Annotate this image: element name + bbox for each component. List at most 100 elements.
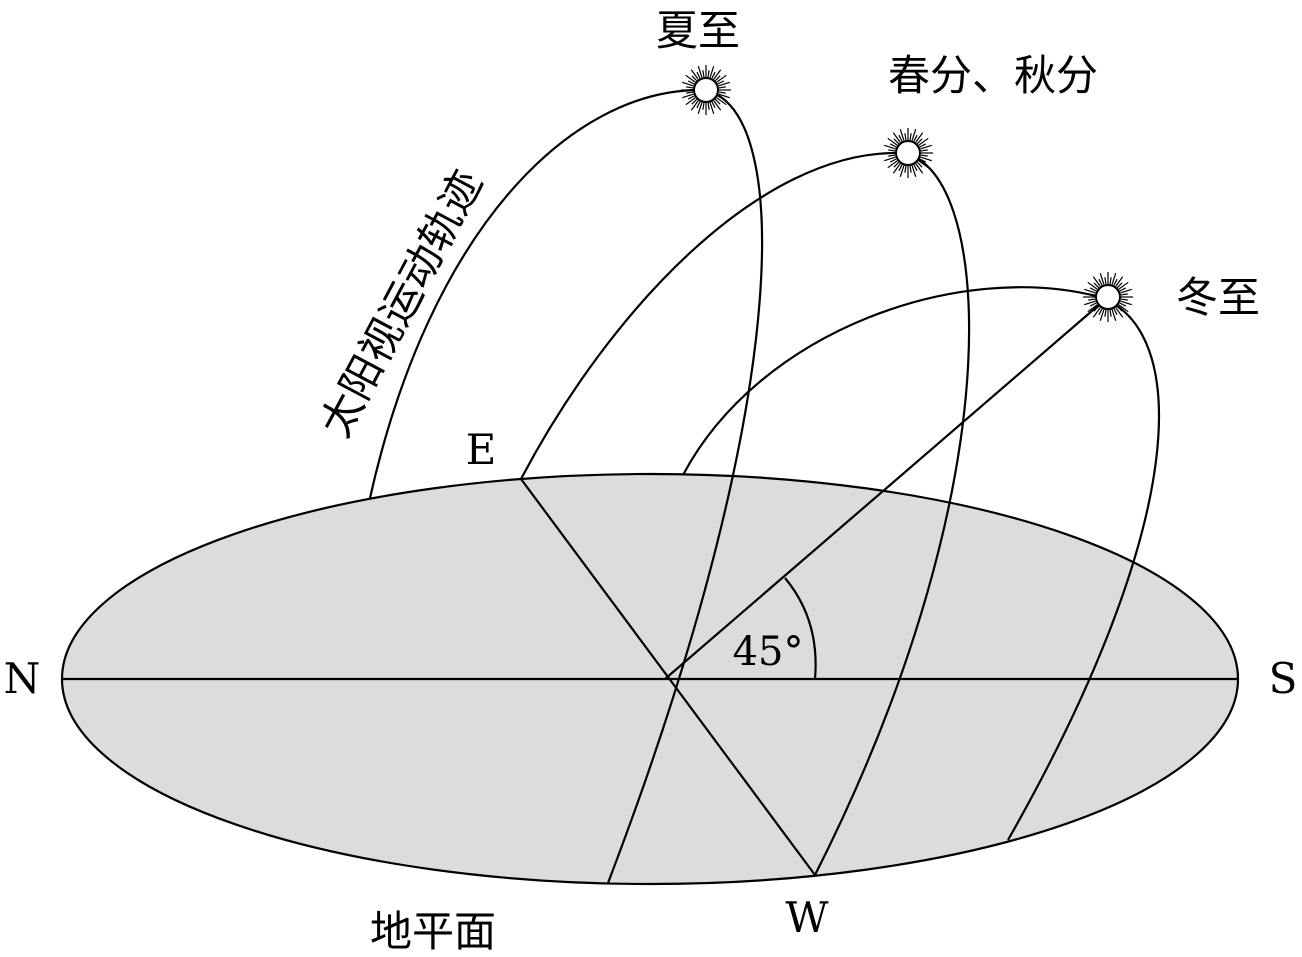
sun-ray [1093,282,1100,289]
sun-ray [1116,282,1123,289]
sun-ray [1120,298,1128,301]
sun-ray [913,164,918,172]
label-sun-path: 太阳视运动轨迹 [311,162,492,445]
sun-ray [709,102,715,114]
sun-ray [1115,276,1124,287]
sun-ray [707,102,710,110]
sun-ray [713,100,722,111]
sun-ray [690,69,699,80]
sun-ray [892,163,901,174]
sun-ray [915,132,924,143]
sun-ray [899,129,905,141]
sun-ray [918,137,929,146]
sun-ray [916,138,923,145]
sun-ray [920,156,932,162]
label-north: N [4,654,41,703]
sun-ray [918,160,929,169]
sun-ray [919,158,927,163]
sun-ray [1084,288,1096,294]
sun-icon-summer [681,65,731,115]
sun-disc [693,77,719,103]
sun-ray [687,80,695,85]
sun-ray [888,149,896,152]
sun-ray [718,91,726,94]
sun-ray [1119,287,1127,292]
sun-ray [920,149,928,152]
sun-ray [1113,308,1118,316]
sun-ray [889,158,897,163]
label-summer-solstice: 夏至 [656,6,740,55]
sun-ray [696,101,701,109]
sun-ray [1119,302,1127,307]
label-winter-solstice: 冬至 [1176,273,1260,322]
sun-ray [685,97,696,106]
sun-ray [884,144,896,150]
sun-ray [714,98,721,105]
sun-ray [1098,278,1103,286]
sun-ray [892,132,901,143]
sun-ray [1111,273,1117,285]
sun-ray [899,165,905,177]
sun-ray [887,160,898,169]
sun-ray [898,164,903,172]
sun-ray [714,75,721,82]
sun-ray [1116,305,1123,312]
sun-ray [682,93,694,99]
sun-ray [1120,300,1132,306]
sun-ray [713,69,722,80]
sun-ray [1104,309,1107,317]
sun-ray [1118,281,1129,290]
sun-ray [707,70,710,78]
sun-ray [1099,309,1105,321]
sun-ray [920,144,932,150]
sun-ray [716,74,727,83]
sun-ray [904,165,907,173]
sun-ray [915,163,924,174]
sun-ray [718,86,726,89]
sun-ray [682,81,694,87]
sun-ray [1098,308,1103,316]
sun-ray [911,165,917,177]
sun-ray [888,154,896,157]
sun-ray [904,133,907,141]
label-equinox: 春分、秋分 [888,51,1098,100]
sun-ray [1087,304,1098,313]
sun-ray [889,143,897,148]
sun-ray [1084,300,1096,306]
sun-ray [1088,293,1096,296]
sun-icon-equinox [883,128,933,178]
sun-ray [1087,281,1098,290]
label-horizon: 地平面 [370,907,496,956]
sun-ray [920,154,928,157]
label-west: W [785,893,829,942]
sun-ray [893,138,900,145]
sun-ray [1113,278,1118,286]
sun-ray [1111,309,1117,321]
sun-ray [1109,309,1112,317]
label-angle: 45° [733,629,804,675]
sun-ray [916,161,923,168]
sun-ray [1104,277,1107,285]
sun-ray [1092,276,1101,287]
sun-ray [893,161,900,168]
label-east: E [466,425,497,474]
sun-ray [1088,298,1096,301]
sun-ray [909,133,912,141]
sun-ray [919,143,927,148]
angle-arc [784,577,817,680]
sun-ray [1089,302,1097,307]
sun-ray [690,100,699,111]
sun-ray [718,93,730,99]
sun-icon-winter [1083,272,1133,322]
sun-ray [1120,293,1128,296]
sun-ray [718,81,730,87]
sun-ray [686,86,694,89]
sun-ray [697,102,703,114]
label-south: S [1269,654,1298,703]
sun-ray [711,71,716,79]
sun-ray [1099,273,1105,285]
sun-ray [1092,307,1101,318]
sun-ray [717,80,725,85]
